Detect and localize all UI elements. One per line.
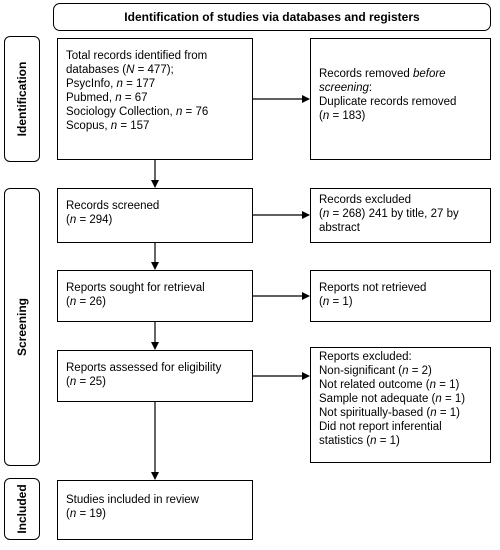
excluded-line-2: (n = 268) 241 by title, 27 by <box>319 208 459 220</box>
identified-line-6: Scopus, n = 157 <box>66 120 150 132</box>
removed-line-3: Duplicate records removed <box>319 96 457 108</box>
reports-excluded-line-1: Reports excluded: <box>319 351 412 363</box>
removed-line-4: (n = 183) <box>319 110 366 122</box>
removed-line-1: Records removed before <box>319 68 446 80</box>
reports-excluded-line-3: Not related outcome (n = 1) <box>319 379 460 391</box>
excluded-line-3: abstract <box>319 222 360 234</box>
reports-excluded-line-5: Not spiritually-based (n = 1) <box>319 407 460 419</box>
reports-excluded-line-7: statistics (n = 1) <box>319 435 400 447</box>
records-removed-box: Records removed before screening: Duplic… <box>310 38 491 160</box>
phase-screening: Screening <box>4 188 40 466</box>
diagram-title: Identification of studies via databases … <box>53 3 491 31</box>
sought-line-1: Reports sought for retrieval <box>66 282 205 294</box>
assessed-line-1: Reports assessed for eligibility <box>66 362 222 374</box>
phase-identification: Identification <box>4 36 40 162</box>
records-excluded-box: Records excluded (n = 268) 241 by title,… <box>310 188 491 243</box>
studies-included-box: Studies included in review (n = 19) <box>57 480 253 540</box>
excluded-line-1: Records excluded <box>319 194 412 206</box>
reports-excluded-line-2: Non-significant (n = 2) <box>319 365 432 377</box>
assessed-line-2: (n = 25) <box>66 376 106 388</box>
records-screened-box: Records screened (n = 294) <box>57 188 253 243</box>
identified-line-4: Pubmed, n = 67 <box>66 92 148 104</box>
sought-line-2: (n = 26) <box>66 296 106 308</box>
records-identified-box: Total records identified from databases … <box>57 38 253 160</box>
screened-line-1: Records screened <box>66 200 160 212</box>
identified-line-3: PsycInfo, n = 177 <box>66 78 156 90</box>
removed-line-2: screening: <box>319 82 373 94</box>
reports-sought-box: Reports sought for retrieval (n = 26) <box>57 270 253 322</box>
reports-assessed-box: Reports assessed for eligibility (n = 25… <box>57 350 253 402</box>
not-retrieved-line-1: Reports not retrieved <box>319 282 427 294</box>
reports-excluded-box: Reports excluded: Non-significant (n = 2… <box>310 347 491 463</box>
screened-line-2: (n = 294) <box>66 214 113 226</box>
identified-line-2: databases (N = 477); <box>66 64 174 76</box>
reports-excluded-line-6: Did not report inferential <box>319 421 442 433</box>
included-line-2: (n = 19) <box>66 508 106 520</box>
not-retrieved-line-2: (n = 1) <box>319 296 353 308</box>
included-line-1: Studies included in review <box>66 494 199 506</box>
reports-not-retrieved-box: Reports not retrieved (n = 1) <box>310 270 491 322</box>
reports-excluded-line-4: Sample not adequate (n = 1) <box>319 393 466 405</box>
identified-line-1: Total records identified from <box>66 50 208 62</box>
identified-line-5: Sociology Collection, n = 76 <box>66 106 209 118</box>
phase-included: Included <box>4 478 40 540</box>
